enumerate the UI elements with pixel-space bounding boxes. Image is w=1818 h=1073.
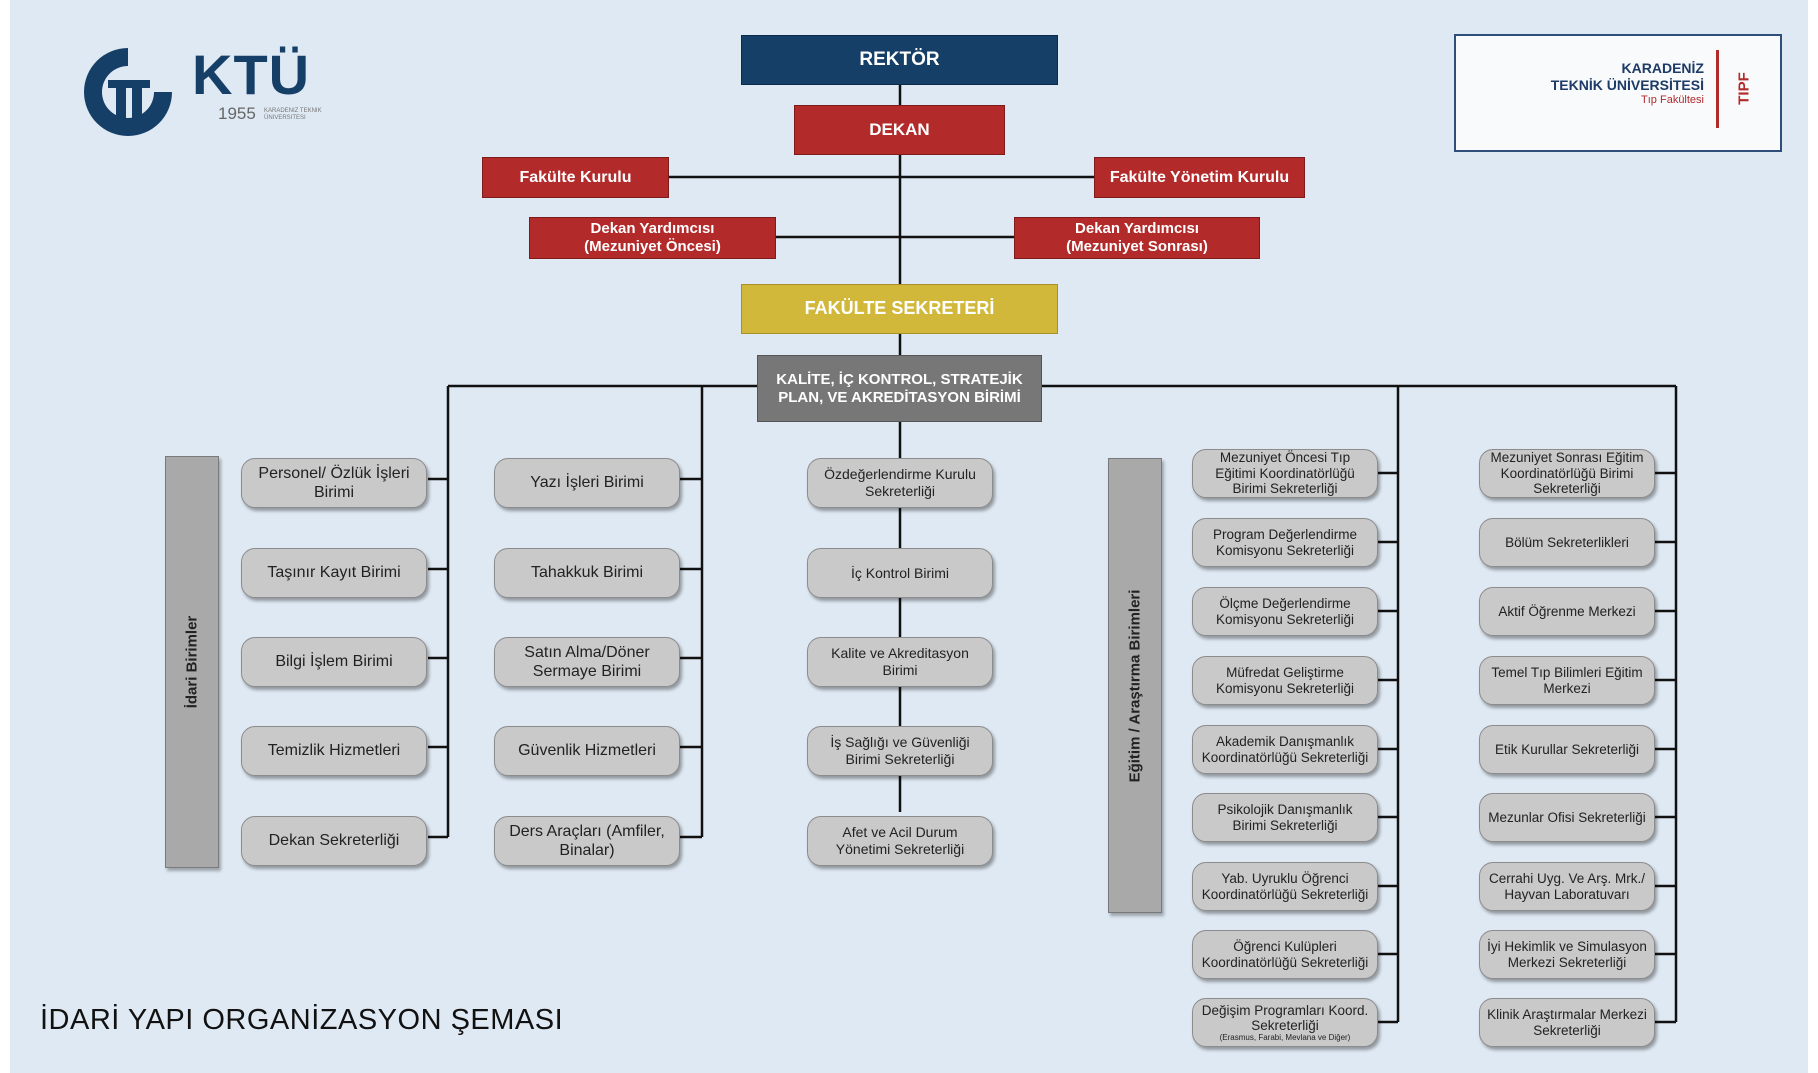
ktu-year: 1955 — [218, 104, 256, 123]
header-divider — [1716, 50, 1719, 128]
page-title: İDARİ YAPI ORGANİZASYON ŞEMASI — [40, 1004, 564, 1036]
col4-item: Ölçme Değerlendirme Komisyonu Sekreterli… — [1192, 587, 1378, 636]
egitim-arastirma-birimleri-label: Eğitim / Araştırma Birimleri — [1108, 458, 1162, 913]
org-chart-canvas: KTÜ 1955 KARADENIZ TEKNIK ÜNIVERSITESI K… — [10, 0, 1808, 1073]
col5-item: Mezuniyet Sonrası Eğitim Koordinatörlüğü… — [1479, 449, 1655, 498]
col4-last-label: Değişim Programları Koord. Sekreterliği — [1201, 1002, 1369, 1034]
col4-item: Öğrenci Kulüpleri Koordinatörlüğü Sekret… — [1192, 930, 1378, 979]
col4-item: Program Değerlendirme Komisyonu Sekreter… — [1192, 518, 1378, 567]
fakulte-yonetim-kurulu-box: Fakülte Yönetim Kurulu — [1094, 157, 1305, 198]
col3-item: Özdeğerlendirme Kurulu Sekreterliği — [807, 458, 993, 508]
col1-item: Personel/ Özlük İşleri Birimi — [241, 458, 427, 508]
col3-item: Kalite ve Akreditasyon Birimi — [807, 637, 993, 687]
ktu-emblem-icon — [84, 48, 172, 136]
col1-item: Temizlik Hizmetleri — [241, 726, 427, 776]
col2-item: Güvenlik Hizmetleri — [494, 726, 680, 776]
col5-item: Klinik Araştırmalar Merkezi Sekreterliği — [1479, 998, 1655, 1047]
connector-lines — [428, 84, 1678, 1024]
ktu-logo: KTÜ 1955 KARADENIZ TEKNIK ÜNIVERSITESI — [68, 42, 338, 136]
col4-last-note: (Erasmus, Farabi, Mevlana ve Diğer) — [1219, 1032, 1351, 1042]
col5-item: Bölüm Sekreterlikleri — [1479, 518, 1655, 567]
kalite-birimi-line2: PLAN, VE AKREDİTASYON BİRİMİ — [778, 388, 1021, 406]
fakulte-sekreteri-box: FAKÜLTE SEKRETERİ — [741, 284, 1058, 334]
col3-item: Afet ve Acil Durum Yönetimi Sekreterliği — [807, 816, 993, 866]
col4-item: Müfredat Geliştirme Komisyonu Sekreterli… — [1192, 656, 1378, 705]
col2-item: Yazı İşleri Birimi — [494, 458, 680, 508]
col2-item: Ders Araçları (Amfiler, Binalar) — [494, 816, 680, 866]
header-vertical-text: TIPF — [1735, 72, 1753, 105]
dekan-yardimcisi-once-sub: (Mezuniyet Öncesi) — [584, 238, 721, 255]
header-line3: Tıp Fakültesi — [1641, 93, 1704, 106]
ktu-subtext: KARADENIZ TEKNIK ÜNIVERSITESI — [264, 108, 322, 121]
col1-item: Dekan Sekreterliği — [241, 816, 427, 866]
col3-item: İş Sağlığı ve Güvenliği Birimi Sekreterl… — [807, 726, 993, 776]
ktu-letters: KTÜ — [192, 43, 311, 106]
col4-item: Akademik Danışmanlık Koordinatörlüğü Sek… — [1192, 725, 1378, 774]
header-line1: KARADENİZ — [1621, 60, 1704, 76]
col5-item: Aktif Öğrenme Merkezi — [1479, 587, 1655, 636]
col4-item-last: Değişim Programları Koord. Sekreterliği … — [1192, 998, 1378, 1047]
col4-item: Psikolojik Danışmanlık Birimi Sekreterli… — [1192, 793, 1378, 842]
dekan-yardimcisi-once-box: Dekan Yardımcısı (Mezuniyet Öncesi) — [529, 217, 776, 259]
kalite-birimi-box: KALİTE, İÇ KONTROL, STRATEJİK PLAN, VE A… — [757, 355, 1042, 422]
col5-item: Cerrahi Uyg. Ve Arş. Mrk./ Hayvan Labora… — [1479, 862, 1655, 911]
dekan-yardimcisi-once-title: Dekan Yardımcısı — [590, 220, 715, 237]
col4-item: Yab. Uyruklu Öğrenci Koordinatörlüğü Sek… — [1192, 862, 1378, 911]
col5-item: Temel Tıp Bilimleri Eğitim Merkezi — [1479, 656, 1655, 705]
col1-item: Taşınır Kayıt Birimi — [241, 548, 427, 598]
col2-item: Tahakkuk Birimi — [494, 548, 680, 598]
kalite-birimi-line1: KALİTE, İÇ KONTROL, STRATEJİK — [776, 370, 1023, 388]
faculty-header-box: KARADENİZ TEKNİK ÜNİVERSİTESİ Tıp Fakült… — [1454, 34, 1782, 152]
dekan-yardimcisi-sonra-box: Dekan Yardımcısı (Mezuniyet Sonrası) — [1014, 217, 1260, 259]
col5-item: İyi Hekimlik ve Simulasyon Merkezi Sekre… — [1479, 930, 1655, 979]
col1-item: Bilgi İşlem Birimi — [241, 637, 427, 687]
col2-item: Satın Alma/Döner Sermaye Birimi — [494, 637, 680, 687]
col5-item: Mezunlar Ofisi Sekreterliği — [1479, 793, 1655, 842]
dekan-yardimcisi-sonra-title: Dekan Yardımcısı — [1075, 220, 1199, 237]
rektor-box: REKTÖR — [741, 35, 1058, 85]
header-line2: TEKNİK ÜNİVERSİTESİ — [1550, 76, 1704, 93]
idari-birimler-label: İdari Birimler — [165, 456, 219, 868]
dekan-box: DEKAN — [794, 105, 1005, 155]
col5-item: Etik Kurullar Sekreterliği — [1479, 725, 1655, 774]
col4-item: Mezuniyet Öncesi Tıp Eğitimi Koordinatör… — [1192, 449, 1378, 498]
col3-item: İç Kontrol Birimi — [807, 548, 993, 598]
dekan-yardimcisi-sonra-sub: (Mezuniyet Sonrası) — [1066, 238, 1208, 255]
fakulte-kurulu-box: Fakülte Kurulu — [482, 157, 669, 198]
